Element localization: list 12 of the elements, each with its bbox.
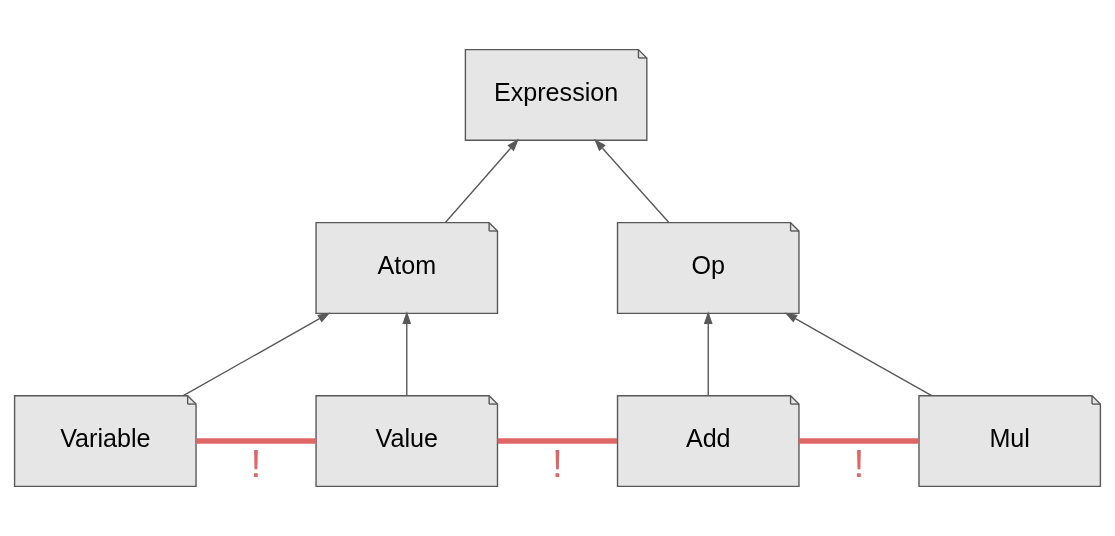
arrow xyxy=(784,312,933,397)
connector xyxy=(196,438,316,444)
arrow xyxy=(594,138,670,223)
edge-label: ! xyxy=(552,441,563,485)
arrow xyxy=(444,138,519,223)
connector xyxy=(497,438,618,444)
arrow xyxy=(402,311,412,397)
edge-label: ! xyxy=(250,441,262,485)
connector xyxy=(799,438,919,444)
arrow xyxy=(703,311,713,397)
edge-label: ! xyxy=(853,441,865,485)
arrow xyxy=(182,312,331,397)
